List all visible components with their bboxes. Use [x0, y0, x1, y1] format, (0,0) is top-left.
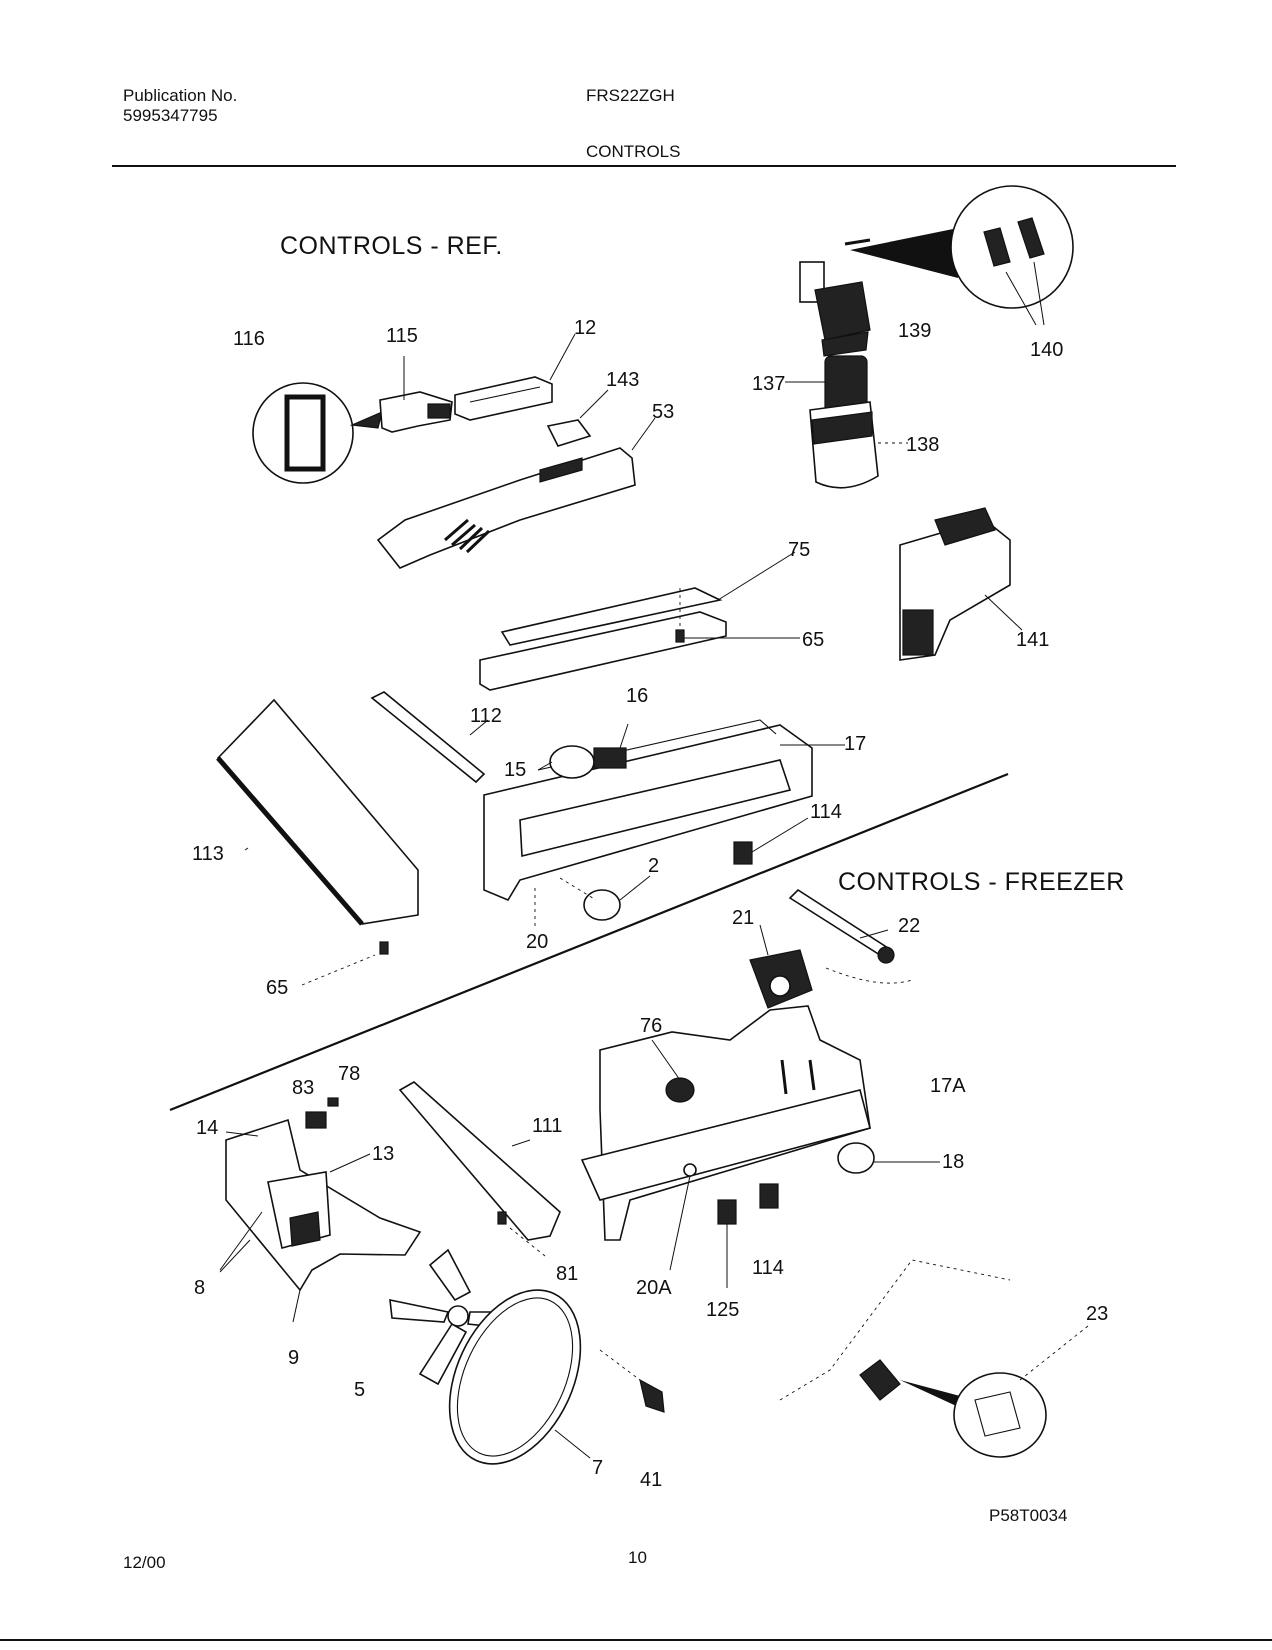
- footer-date: 12/00: [123, 1553, 166, 1572]
- callout-13: 13: [372, 1143, 394, 1165]
- callout-76: 76: [640, 1015, 662, 1037]
- part-125-switch: [717, 1199, 737, 1288]
- part-65-screw-lower: [301, 941, 389, 986]
- callout-78: 78: [338, 1063, 360, 1085]
- part-17-control-panel: [483, 719, 845, 902]
- header-rule: [112, 165, 1176, 167]
- part-113-light-shield: [216, 698, 419, 926]
- callout-17A: 17A: [930, 1075, 966, 1097]
- drawing-code: P58T0034: [989, 1506, 1068, 1525]
- part-22-sensor-tube: [788, 888, 913, 984]
- part-141-water-valve: [899, 507, 1023, 661]
- callout-5: 5: [354, 1379, 365, 1401]
- callout-15: 15: [504, 759, 526, 781]
- publication-label: Publication No.: [123, 86, 238, 105]
- callout-81: 81: [556, 1263, 578, 1285]
- callout-140: 140: [1030, 339, 1063, 361]
- section-title: CONTROLS: [586, 142, 681, 161]
- part-114-switch-lower: [759, 1183, 779, 1209]
- callout-7: 7: [592, 1457, 603, 1479]
- callout-9: 9: [288, 1347, 299, 1369]
- part-140-fittings-detail: [950, 185, 1074, 326]
- callout-111: 111: [532, 1115, 562, 1137]
- callout-143: 143: [606, 369, 639, 391]
- callout-141: 141: [1016, 629, 1049, 651]
- callout-139: 139: [898, 320, 931, 342]
- part-21-thermostat: [749, 924, 813, 1009]
- callout-23: 23: [1086, 1303, 1108, 1325]
- part-75-bracket: [479, 551, 796, 691]
- callout-18: 18: [942, 1151, 964, 1173]
- callout-113: 113: [192, 843, 224, 865]
- part-65-screw-upper: [675, 588, 800, 643]
- part-78-screw: [327, 1097, 339, 1107]
- callout-114-upper: 114: [810, 801, 842, 823]
- part-8-leader-b: [219, 1239, 251, 1273]
- part-83-clip: [305, 1111, 327, 1129]
- callout-115: 115: [386, 325, 418, 347]
- part-41-screw: [599, 1349, 665, 1413]
- callout-114-lower: 114: [752, 1257, 784, 1279]
- callout-125: 125: [706, 1299, 739, 1321]
- callout-53: 53: [652, 401, 674, 423]
- part-111-bracket: [398, 1081, 561, 1241]
- part-18-knob: [837, 1142, 940, 1174]
- model-number: FRS22ZGH: [586, 86, 675, 105]
- part-81-screw: [497, 1211, 546, 1257]
- part-23-damper-detail: [779, 1259, 1089, 1458]
- part-143-clip: [546, 389, 609, 447]
- part-138-filter-housing: [809, 401, 908, 489]
- part-15-light-bulb: [537, 745, 595, 779]
- callout-12: 12: [574, 317, 596, 339]
- callout-14: 14: [196, 1117, 218, 1139]
- group-heading-freezer: CONTROLS - FREEZER: [838, 868, 1125, 896]
- callout-83: 83: [292, 1077, 314, 1099]
- part-13-fan-motor: [267, 1153, 371, 1249]
- callout-8: 8: [194, 1277, 205, 1299]
- part-2-knob: [559, 875, 651, 921]
- callout-22: 22: [898, 915, 920, 937]
- group-divider-line: [169, 772, 1009, 1112]
- part-114-switch-upper: [733, 817, 809, 865]
- part-112-rod: [370, 691, 489, 784]
- part-9-leader: [292, 1289, 301, 1323]
- callout-20: 20: [526, 931, 548, 953]
- part-16-socket: [593, 723, 629, 769]
- callout-116: 116: [233, 328, 265, 350]
- callout-65-upper: 65: [802, 629, 824, 651]
- callout-138: 138: [906, 434, 939, 456]
- page-number: 10: [628, 1548, 647, 1567]
- part-116-gasket-detail: [252, 382, 383, 484]
- callout-41: 41: [640, 1469, 662, 1491]
- part-139-filter-head: [799, 228, 958, 357]
- part-76-control-housing: [580, 1005, 871, 1241]
- publication-number: 5995347795: [123, 106, 218, 125]
- part-115-lamp-socket: [379, 356, 453, 433]
- callout-65-lower: 65: [266, 977, 288, 999]
- callout-112: 112: [470, 705, 502, 727]
- callout-2: 2: [648, 855, 659, 877]
- part-20A-light-lens: [669, 1163, 697, 1271]
- part-53-housing: [376, 417, 656, 569]
- callout-137: 137: [752, 373, 785, 395]
- callout-21: 21: [732, 907, 754, 929]
- group-heading-ref: CONTROLS - REF.: [280, 232, 503, 260]
- callout-17: 17: [844, 733, 866, 755]
- callout-16: 16: [626, 685, 648, 707]
- callout-20A: 20A: [636, 1277, 672, 1299]
- part-8-leader: [219, 1211, 263, 1271]
- callout-75: 75: [788, 539, 810, 561]
- footer-rule: [0, 1639, 1272, 1641]
- part-12-cover: [454, 333, 576, 421]
- part-7-fan-shroud: [448, 1289, 591, 1465]
